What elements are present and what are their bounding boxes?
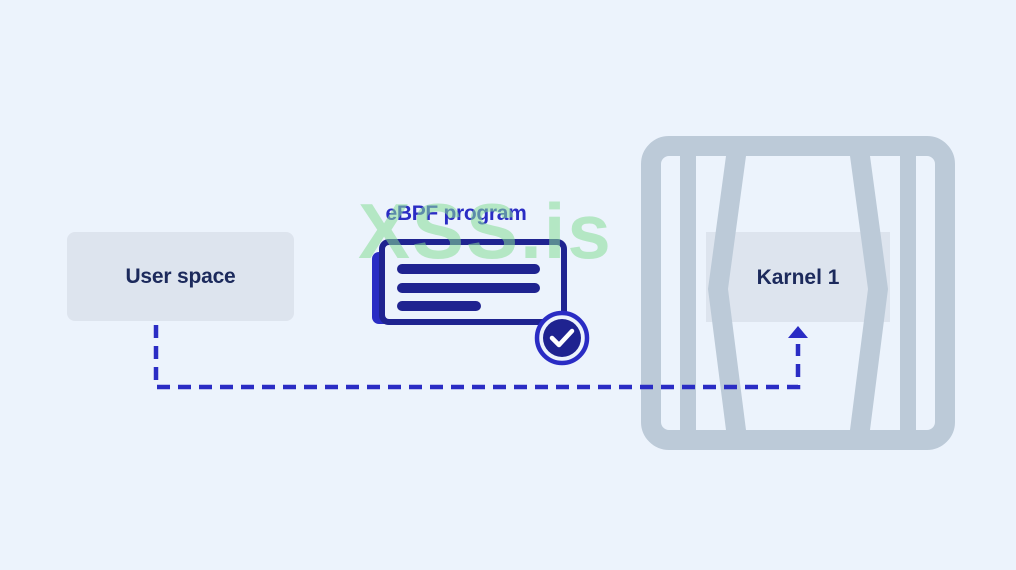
check-circle-icon [534, 310, 590, 366]
kernel-label: Karnel 1 [756, 266, 840, 289]
kernel-frame [641, 136, 955, 450]
flow-arrow [153, 325, 808, 390]
kernel-right-bar [850, 156, 888, 430]
arrow-up-icon [788, 326, 808, 338]
user-space-label: User space [125, 264, 236, 288]
watermark: XSS.is [358, 187, 613, 275]
ebpf-program-label: eBPF program [385, 202, 527, 225]
kernel-left-bar [708, 156, 746, 430]
user-space-box: User space [67, 232, 294, 321]
document-icon [372, 239, 567, 325]
dashed-path [153, 325, 801, 390]
kernel-box [706, 232, 890, 322]
